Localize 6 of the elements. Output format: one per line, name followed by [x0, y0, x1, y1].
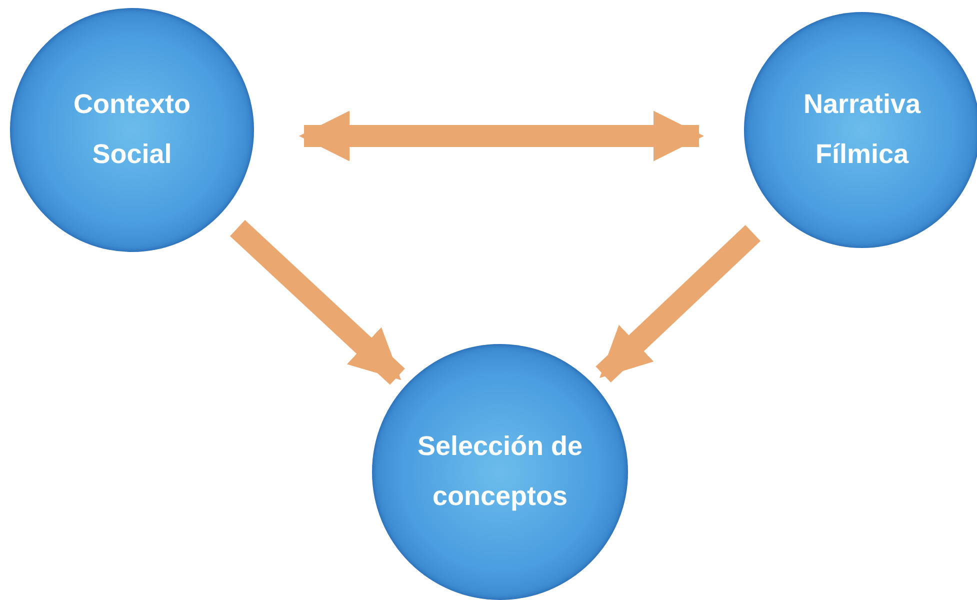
node-label: Contexto Social: [72, 88, 192, 171]
arrow: [230, 220, 405, 385]
node-label: Selección de conceptos: [416, 430, 584, 513]
arrow: [298, 110, 704, 162]
node-label: Narrativa Fílmica: [802, 88, 922, 171]
arrow: [596, 225, 761, 382]
